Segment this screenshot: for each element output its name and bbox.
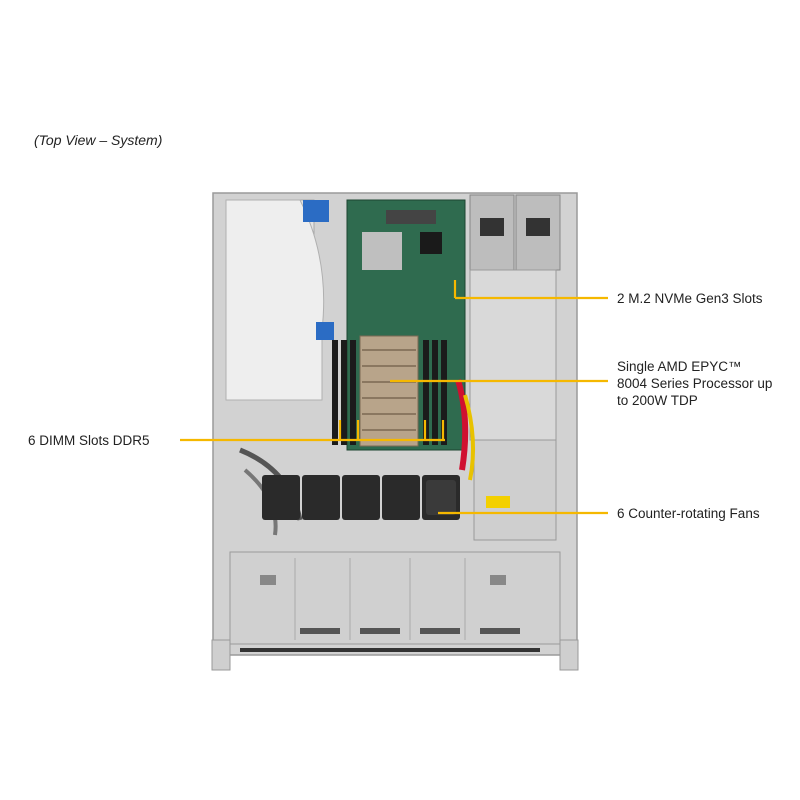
callout-cpu-line2: 8004 Series Processor up (617, 376, 773, 391)
riser-tab-top (303, 200, 329, 222)
callout-cpu-line3: to 200W TDP (617, 393, 698, 408)
bmc-heatsink (362, 232, 402, 270)
callout-dimm-slots: 6 DIMM Slots DDR5 (28, 433, 150, 448)
callout-fans: 6 Counter-rotating Fans (617, 506, 760, 521)
callout-lines (180, 280, 608, 515)
psu-bay (469, 269, 557, 441)
dimm-slots-left (332, 340, 356, 445)
riser-bracket (225, 199, 325, 401)
chip (420, 232, 442, 254)
io-ports (386, 210, 436, 224)
fan-row (262, 475, 460, 520)
callout-m2-slots: 2 M.2 NVMe Gen3 Slots (617, 291, 763, 306)
psu-lower (473, 439, 557, 541)
callout-cpu-line1: Single AMD EPYC™ (617, 359, 742, 374)
riser-tab-bottom (316, 322, 334, 340)
cpu-heatsink (359, 335, 419, 447)
warning-label (486, 496, 510, 508)
view-caption: (Top View – System) (34, 132, 163, 148)
dimm-slots-right (423, 340, 447, 445)
